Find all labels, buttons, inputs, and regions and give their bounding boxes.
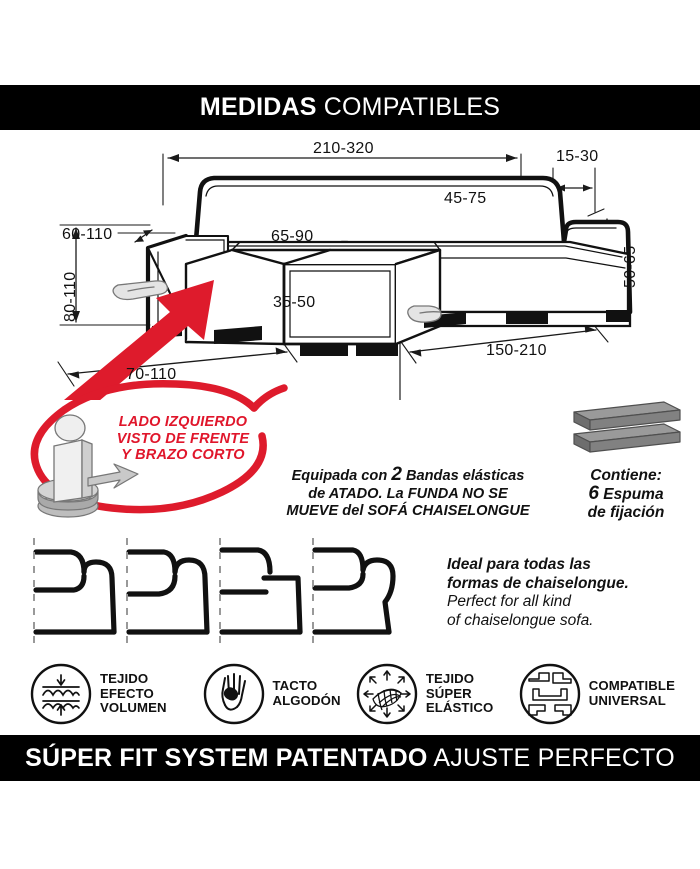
elastic-line-3: MUEVE del SOFÁ CHAISELONGUE: [286, 503, 530, 519]
ideal-bold-line-1: Ideal para todas las: [447, 556, 591, 573]
feature-volume-effect: TEJIDO EFECTO VOLUMEN: [30, 663, 203, 725]
feature-super-elastic: TEJIDO SÚPER ELÁSTICO: [356, 663, 519, 725]
header-title-regular: COMPATIBLES: [323, 93, 501, 121]
ideal-bold-line-2: formas de chaiselongue.: [447, 574, 629, 592]
footer-banner: SÚPER FIT SYSTEM PATENTADO AJUSTE PERFEC…: [0, 735, 700, 781]
left-side-callout: LADO IZQUIERDO VISTO DE FRENTE Y BRAZO C…: [22, 378, 292, 523]
elastic-count: 2: [391, 464, 402, 485]
elastic-line-1: Equipada con 2 Bandas elásticas: [258, 464, 558, 486]
sofa-arm-shape-straight-icon: [219, 547, 303, 635]
sofa-arm-shape-square-icon: [33, 549, 117, 635]
contains-count-item: 6 Espuma: [560, 483, 692, 504]
dim-main-length: 150-210: [486, 342, 547, 359]
feature-elastic-label: TEJIDO SÚPER ELÁSTICO: [426, 672, 493, 716]
elastic-bands-description: Equipada con 2 Bandas elásticas de ATADO…: [258, 464, 558, 521]
header-title-bold: MEDIDAS: [199, 93, 317, 121]
contains-label: Contiene:: [590, 467, 662, 484]
super-elastic-mesh-icon: [356, 663, 418, 725]
dim-seat-height-right: 50-65: [622, 245, 639, 288]
sofa-arm-shape-scroll-icon: [312, 547, 396, 635]
elastic-pre: Equipada con: [291, 468, 388, 484]
feature-0-line-2: EFECTO: [100, 685, 154, 701]
feature-3-line-1: COMPATIBLE: [588, 678, 675, 694]
feature-0-line-3: VOLUMEN: [100, 700, 167, 716]
feature-cotton-label: TACTO ALGODÓN: [273, 679, 341, 708]
header-title: MEDIDAS COMPATIBLES: [200, 93, 500, 122]
feature-1-line-2: ALGODÓN: [272, 693, 341, 708]
dim-arm-width-right: 15-30: [556, 148, 599, 165]
feature-2-line-1: TEJIDO: [425, 671, 475, 687]
elastic-line-2: de ATADO. La FUNDA NO SE: [308, 485, 508, 502]
feature-2-line-3: ELÁSTICO: [425, 700, 494, 716]
footer-title-bold: SÚPER FIT SYSTEM PATENTADO: [25, 743, 428, 772]
dim-seat-depth-chaise: 65-90: [271, 228, 314, 245]
contains-item-2: de fijación: [587, 504, 665, 521]
ideal-shapes-text: Ideal para todas las formas de chaiselon…: [447, 556, 677, 630]
feature-0-line-1: TEJIDO: [100, 671, 149, 687]
feature-volume-label: TEJIDO EFECTO VOLUMEN: [100, 672, 167, 716]
feature-2-line-2: SÚPER: [425, 685, 472, 701]
feature-cotton-touch: TACTO ALGODÓN: [203, 663, 356, 725]
dim-back-height: 80-110: [62, 271, 79, 322]
sofa-shapes-svg: [33, 538, 396, 646]
cotton-touch-hand-icon: [203, 663, 264, 725]
callout-line-2: VISTO DE FRENTE: [116, 430, 250, 447]
footer-title: SÚPER FIT SYSTEM PATENTADO AJUSTE PERFEC…: [25, 744, 675, 773]
footer-title-regular: AJUSTE PERFECTO: [433, 743, 675, 772]
ideal-regular-line-2: of chaiselongue sofa.: [447, 611, 594, 629]
feature-3-line-2: UNIVERSAL: [588, 693, 666, 708]
elastic-rest: Bandas elásticas: [405, 468, 525, 484]
feature-universal-compatible: COMPATIBLE UNIVERSAL: [519, 663, 675, 725]
foam-fixing-bars-icon: [573, 401, 681, 453]
sofa-diagram-svg: [57, 153, 633, 400]
dim-total-width: 210-320: [313, 140, 374, 157]
sofa-measurement-diagram: 210-320 80-110 60-110 65-90 35-50 70-110…: [0, 130, 700, 400]
callout-line-1: LADO IZQUIERDO: [118, 414, 248, 430]
contains-foam-block: Contiene: 6 Espuma de fijación: [560, 400, 692, 522]
sofa-shapes-row: [26, 538, 426, 648]
ideal-regular-line-1: Perfect for all kind: [447, 593, 572, 610]
callout-text: LADO IZQUIERDO VISTO DE FRENTE Y BRAZO C…: [98, 414, 268, 464]
feature-universal-label: COMPATIBLE UNIVERSAL: [589, 679, 675, 708]
universal-compatible-sofas-icon: [519, 663, 580, 725]
dim-chaise-width: 70-110: [126, 366, 177, 383]
dim-arm-height-left: 60-110: [62, 226, 113, 243]
header-banner: MEDIDAS COMPATIBLES: [0, 85, 700, 130]
dim-seat-height-chaise: 35-50: [273, 294, 316, 311]
dim-seat-depth-main: 45-75: [444, 190, 487, 207]
sofa-arm-shape-rounded-icon: [126, 549, 210, 635]
callout-line-3: Y BRAZO CORTO: [121, 447, 245, 463]
contains-item: Espuma: [603, 486, 664, 503]
contains-count: 6: [588, 483, 599, 504]
feature-badges-row: TEJIDO EFECTO VOLUMEN TACTO: [30, 658, 675, 730]
volume-effect-fabric-icon: [30, 663, 92, 725]
contains-text: Contiene: 6 Espuma de fijación: [560, 467, 692, 522]
feature-1-line-1: TACTO: [272, 678, 318, 694]
callout-svg: [30, 379, 288, 518]
